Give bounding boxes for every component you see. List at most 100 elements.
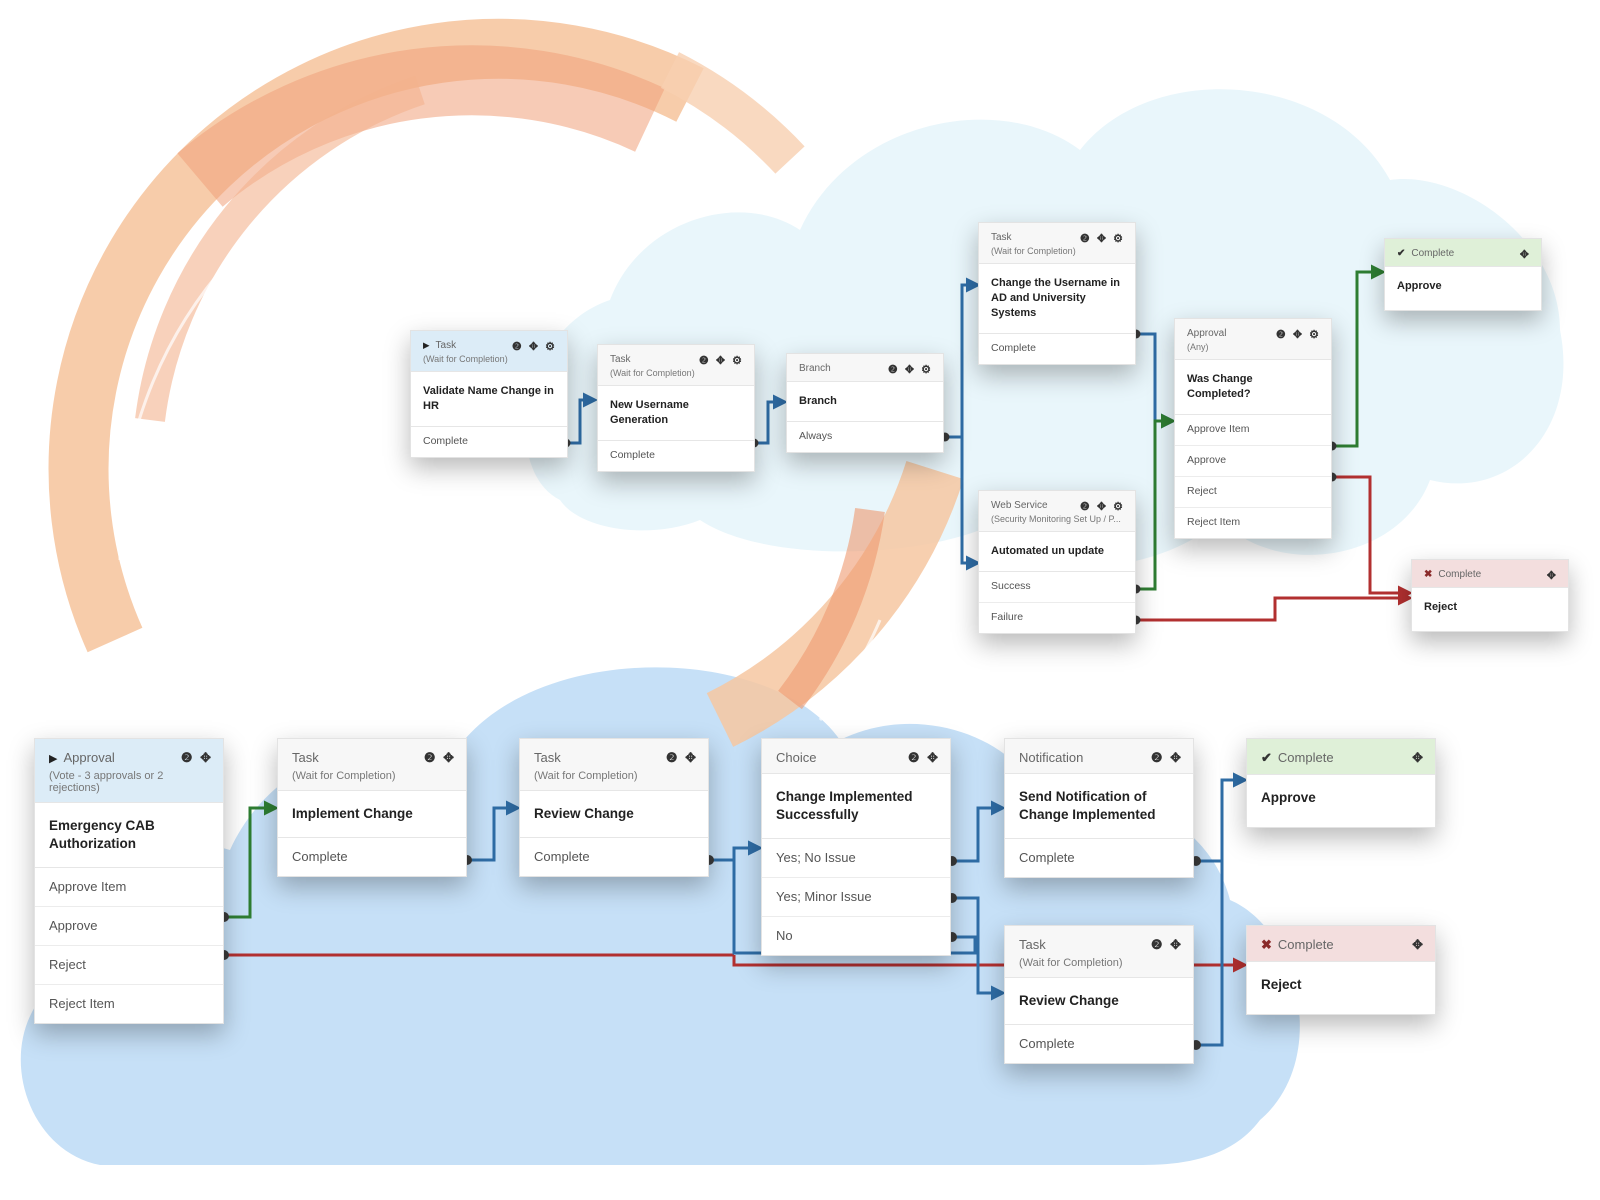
move-icon[interactable]: ✥	[443, 750, 456, 765]
node-header: Task (Wait for Completion) ❷ ✥ ⚙	[979, 223, 1135, 264]
output-always[interactable]: Always	[799, 430, 833, 442]
move-icon[interactable]: ✥	[1170, 937, 1183, 952]
node-choice[interactable]: Choice ❷ ✥ Change Implemented Successful…	[761, 738, 951, 956]
output-complete[interactable]: Complete	[423, 435, 468, 447]
node-title[interactable]: Automated un update	[979, 532, 1135, 572]
info-icon[interactable]: ❷	[887, 364, 900, 376]
info-icon[interactable]: ❷	[180, 750, 195, 765]
move-icon[interactable]: ✥	[685, 750, 698, 765]
node-emergency-cab-authorization[interactable]: ▶Approval (Vote - 3 approvals or 2 rejec…	[34, 738, 224, 1024]
node-header: Notification ❷ ✥	[1005, 739, 1193, 774]
node-title[interactable]: Reject	[1261, 977, 1302, 992]
node-title[interactable]: Review Change	[1005, 978, 1193, 1025]
node-title[interactable]: Change the Username in AD and University…	[979, 264, 1135, 334]
node-header: ▶Approval (Vote - 3 approvals or 2 rejec…	[35, 739, 223, 803]
move-icon[interactable]: ✥	[1412, 937, 1425, 952]
move-icon[interactable]: ✥	[927, 750, 940, 765]
move-icon[interactable]: ✥	[200, 750, 213, 765]
x-icon: ✖	[1424, 569, 1433, 580]
node-complete-reject-top[interactable]: ✖ Complete ✥ Reject	[1411, 559, 1569, 632]
node-title[interactable]: Implement Change	[278, 791, 466, 838]
move-icon[interactable]: ✥	[1096, 233, 1109, 245]
node-title[interactable]: Review Change	[520, 791, 708, 838]
info-icon[interactable]: ❷	[511, 341, 524, 353]
node-title[interactable]: Approve	[1397, 280, 1442, 292]
output-reject-item[interactable]: Reject Item	[1187, 516, 1241, 528]
node-complete-approve-bottom[interactable]: ✔Complete ✥ Approve	[1246, 738, 1436, 828]
info-icon[interactable]: ❷	[423, 750, 438, 765]
move-icon[interactable]: ✥	[1519, 249, 1531, 261]
move-icon[interactable]: ✥	[715, 355, 728, 367]
node-title[interactable]: Was Change Completed?	[1175, 360, 1331, 415]
output-yes-no-issue[interactable]: Yes; No Issue	[762, 839, 950, 878]
move-icon[interactable]: ✥	[528, 341, 541, 353]
node-title[interactable]: Change Implemented Successfully	[762, 774, 950, 839]
node-review-change-2[interactable]: Task (Wait for Completion) ❷ ✥ Review Ch…	[1004, 925, 1194, 1064]
info-icon[interactable]: ❷	[1079, 501, 1092, 513]
output-complete[interactable]: Complete	[1019, 850, 1075, 865]
node-was-change-completed[interactable]: Approval (Any) ❷ ✥ ⚙ Was Change Complete…	[1174, 318, 1332, 539]
output-yes-minor-issue[interactable]: Yes; Minor Issue	[762, 878, 950, 917]
node-send-notification[interactable]: Notification ❷ ✥ Send Notification of Ch…	[1004, 738, 1194, 878]
output-complete[interactable]: Complete	[1019, 1036, 1075, 1051]
move-icon[interactable]: ✥	[1170, 750, 1183, 765]
move-icon[interactable]: ✥	[1096, 501, 1109, 513]
info-icon[interactable]: ❷	[665, 750, 680, 765]
node-new-username-generation[interactable]: Task (Wait for Completion) ❷ ✥ ⚙ New Use…	[597, 344, 755, 472]
move-icon[interactable]: ✥	[1546, 570, 1558, 582]
node-subtype: (Wait for Completion)	[610, 368, 695, 378]
info-icon[interactable]: ❷	[1150, 750, 1165, 765]
node-web-service[interactable]: Web Service (Security Monitoring Set Up …	[978, 490, 1136, 634]
output-failure[interactable]: Failure	[991, 611, 1024, 623]
node-title[interactable]: Send Notification of Change Implemented	[1005, 774, 1193, 839]
x-icon: ✖	[1261, 937, 1272, 952]
output-complete[interactable]: Complete	[292, 849, 348, 864]
gear-icon[interactable]: ⚙	[921, 364, 933, 376]
info-icon[interactable]: ❷	[1275, 329, 1288, 341]
gear-icon[interactable]: ⚙	[1113, 501, 1125, 513]
node-type: Task	[534, 750, 561, 765]
node-validate-name-change[interactable]: ▶Task (Wait for Completion) ❷ ✥ ⚙ Valida…	[410, 330, 568, 458]
node-type: Complete	[1438, 569, 1482, 580]
gear-icon[interactable]: ⚙	[1113, 233, 1125, 245]
node-title[interactable]: Branch	[787, 382, 943, 422]
node-implement-change[interactable]: Task (Wait for Completion) ❷ ✥ Implement…	[277, 738, 467, 877]
node-review-change[interactable]: Task (Wait for Completion) ❷ ✥ Review Ch…	[519, 738, 709, 877]
node-title[interactable]: Reject	[1424, 601, 1458, 613]
node-change-username[interactable]: Task (Wait for Completion) ❷ ✥ ⚙ Change …	[978, 222, 1136, 365]
move-icon[interactable]: ✥	[904, 364, 917, 376]
node-header: Task (Wait for Completion) ❷ ✥	[520, 739, 708, 791]
info-icon[interactable]: ❷	[1079, 233, 1092, 245]
gear-icon[interactable]: ⚙	[732, 355, 744, 367]
info-icon[interactable]: ❷	[1150, 937, 1165, 952]
output-complete[interactable]: Complete	[534, 849, 590, 864]
node-title[interactable]: New Username Generation	[598, 386, 754, 441]
output-approve-item[interactable]: Approve Item	[35, 868, 223, 907]
info-icon[interactable]: ❷	[698, 355, 711, 367]
output-complete[interactable]: Complete	[610, 449, 655, 461]
output-approve[interactable]: Approve	[35, 907, 223, 946]
output-reject[interactable]: Reject	[35, 946, 223, 985]
node-type: Task	[1019, 937, 1046, 952]
node-type: Complete	[1411, 248, 1455, 259]
output-no[interactable]: No	[776, 928, 793, 943]
node-type: Choice	[776, 750, 817, 765]
node-complete-reject-bottom[interactable]: ✖Complete ✥ Reject	[1246, 925, 1436, 1015]
move-icon[interactable]: ✥	[1292, 329, 1305, 341]
output-approve[interactable]: Approve	[1175, 446, 1331, 477]
output-success[interactable]: Success	[979, 572, 1135, 603]
output-approve-item[interactable]: Approve Item	[1175, 415, 1331, 446]
output-reject-item[interactable]: Reject Item	[49, 996, 115, 1011]
info-icon[interactable]: ❷	[907, 750, 922, 765]
node-complete-approve-top[interactable]: ✔Complete ✥ Approve	[1384, 238, 1542, 311]
move-icon[interactable]: ✥	[1412, 750, 1425, 765]
gear-icon[interactable]: ⚙	[1309, 329, 1321, 341]
node-title[interactable]: Approve	[1261, 790, 1316, 805]
node-branch[interactable]: Branch ❷ ✥ ⚙ Branch Always	[786, 353, 944, 453]
gear-icon[interactable]: ⚙	[545, 341, 557, 353]
output-reject[interactable]: Reject	[1175, 477, 1331, 508]
output-complete[interactable]: Complete	[991, 342, 1036, 354]
node-title[interactable]: Emergency CAB Authorization	[35, 803, 223, 868]
node-title[interactable]: Validate Name Change in HR	[411, 372, 567, 427]
node-type: Approval	[1187, 328, 1227, 339]
